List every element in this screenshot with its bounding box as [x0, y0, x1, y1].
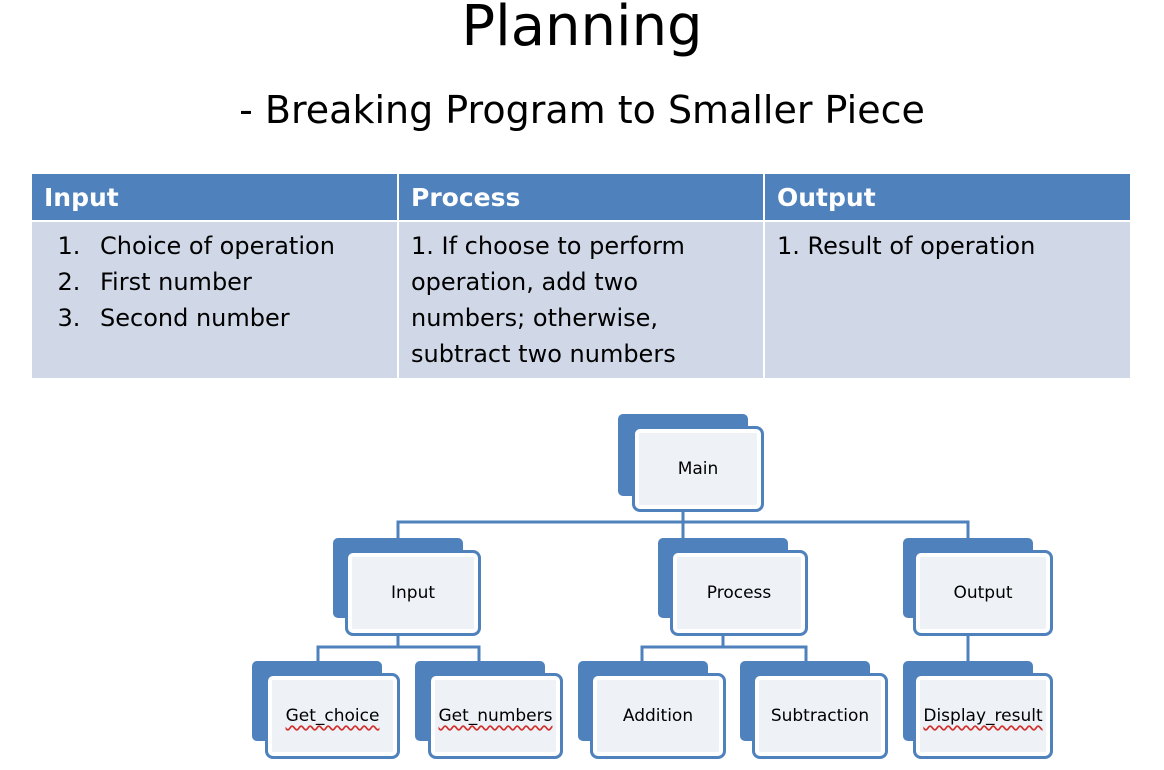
- node-input-label: Input: [390, 583, 436, 603]
- list-item: Choice of operation: [88, 228, 385, 264]
- table-row: Choice of operation First number Second …: [30, 220, 1132, 380]
- slide-subtitle: - Breaking Program to Smaller Piece: [239, 88, 925, 132]
- node-display-result-label: Display_result: [923, 706, 1043, 726]
- node-addition-label: Addition: [622, 706, 694, 726]
- slide-title: Planning: [461, 0, 703, 59]
- list-item: Second number: [88, 300, 385, 336]
- output-cell: 1. Result of operation: [763, 220, 1132, 380]
- node-process-label: Process: [706, 583, 772, 603]
- node-main-label: Main: [677, 459, 719, 479]
- process-cell: 1. If choose to perform operation, add t…: [397, 220, 765, 380]
- node-output-label: Output: [953, 583, 1013, 603]
- input-list: Choice of operation First number Second …: [44, 228, 385, 336]
- node-get-numbers-label: Get_numbers: [438, 706, 553, 726]
- header-input: Input: [30, 172, 399, 222]
- table-header-row: Input Process Output: [30, 172, 1132, 222]
- input-cell: Choice of operation First number Second …: [30, 220, 399, 380]
- list-item: First number: [88, 264, 385, 300]
- header-output: Output: [763, 172, 1132, 222]
- header-process: Process: [397, 172, 765, 222]
- ipo-table: Input Process Output Choice of operation…: [30, 172, 1132, 380]
- node-get-choice-label: Get_choice: [285, 706, 380, 726]
- node-subtraction-label: Subtraction: [770, 706, 870, 726]
